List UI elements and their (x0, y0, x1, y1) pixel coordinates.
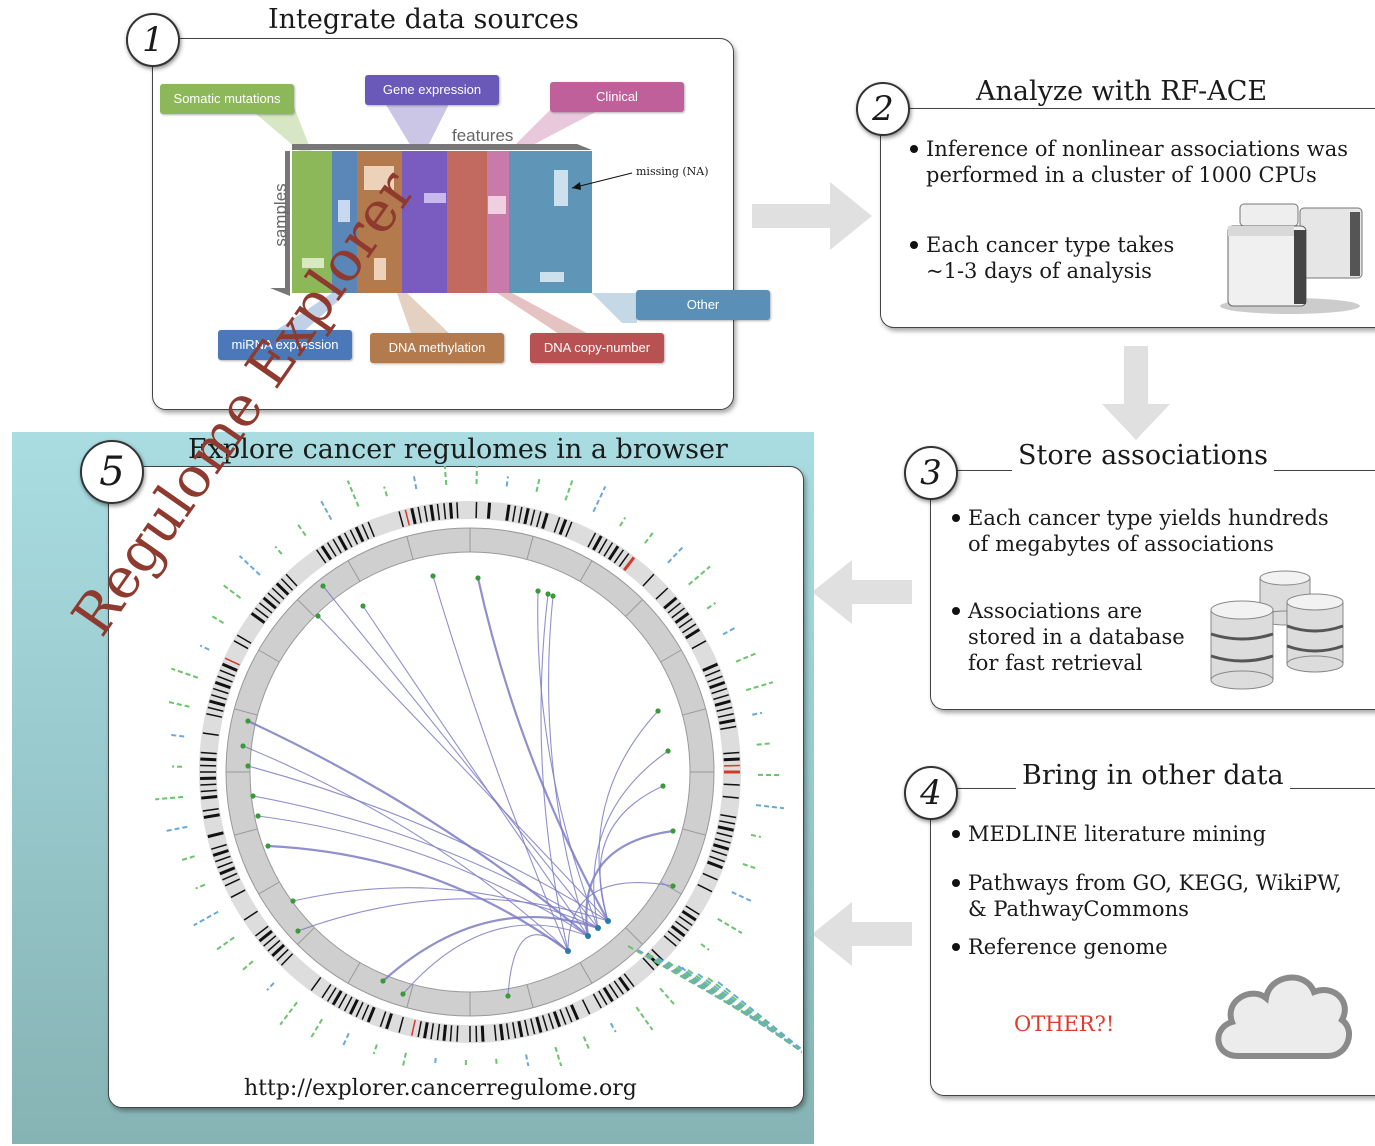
features-label: features (452, 126, 514, 145)
step3-title: Store associations (1012, 440, 1274, 471)
step2-title: Analyze with RF-ACE (970, 76, 1274, 107)
other-label: OTHER?! (1014, 1012, 1115, 1036)
step2-bullet-2: Each cancer type takes ~1-3 days of anal… (910, 232, 1196, 284)
step1-number: 1 (126, 13, 180, 67)
step2-bullet-1: Inference of nonlinear associations was … (910, 136, 1366, 188)
other-column (509, 151, 592, 293)
step5-number: 5 (80, 440, 144, 504)
tag-dna-copy-number: DNA copy-number (530, 333, 664, 363)
arrow-2-to-3 (1102, 346, 1170, 440)
step2-number: 2 (856, 82, 910, 136)
step3-bullet-2: Associations are stored in a database fo… (952, 598, 1198, 676)
arrow-1-to-2 (752, 182, 872, 250)
expression-column (402, 151, 447, 293)
step4-bullet-2: Pathways from GO, KEGG, WikiPW, & Pathwa… (952, 870, 1348, 922)
server-icon (1220, 203, 1363, 314)
step1-title: Integrate data sources (262, 4, 585, 35)
step5-title: Explore cancer regulomes in a browser (188, 434, 728, 465)
tag-mirna-expression: miRNA expression (218, 330, 352, 360)
copy-number-column (447, 151, 487, 293)
step4-number: 4 (904, 766, 958, 820)
step4-title: Bring in other data (1016, 760, 1290, 791)
data-matrix-figure (242, 98, 637, 336)
step4-bullet-3: Reference genome (952, 934, 1348, 960)
missing-label: missing (NA) (636, 165, 709, 178)
cloud-icon (1215, 974, 1353, 1059)
arrow-3-to-5 (812, 560, 912, 624)
tag-clinical: Clinical (550, 82, 684, 112)
tag-dna-methylation: DNA methylation (370, 333, 504, 363)
database-icon (1210, 570, 1344, 690)
tag-somatic-mutations: Somatic mutations (160, 84, 294, 114)
step4-bullet-1: MEDLINE literature mining (952, 821, 1348, 847)
explorer-url: http://explorer.cancerregulome.org (244, 1076, 637, 1101)
somatic-column (292, 151, 332, 293)
clinical-column (487, 151, 509, 293)
tag-other: Other (636, 290, 770, 320)
samples-label: samples (271, 183, 290, 247)
step3-number: 3 (904, 446, 958, 500)
step3-bullet-1: Each cancer type yields hundreds of mega… (952, 505, 1348, 557)
regulome-circos-plot (155, 466, 802, 1066)
tag-gene-expression: Gene expression (365, 75, 499, 105)
arrow-4-to-5 (812, 902, 912, 966)
